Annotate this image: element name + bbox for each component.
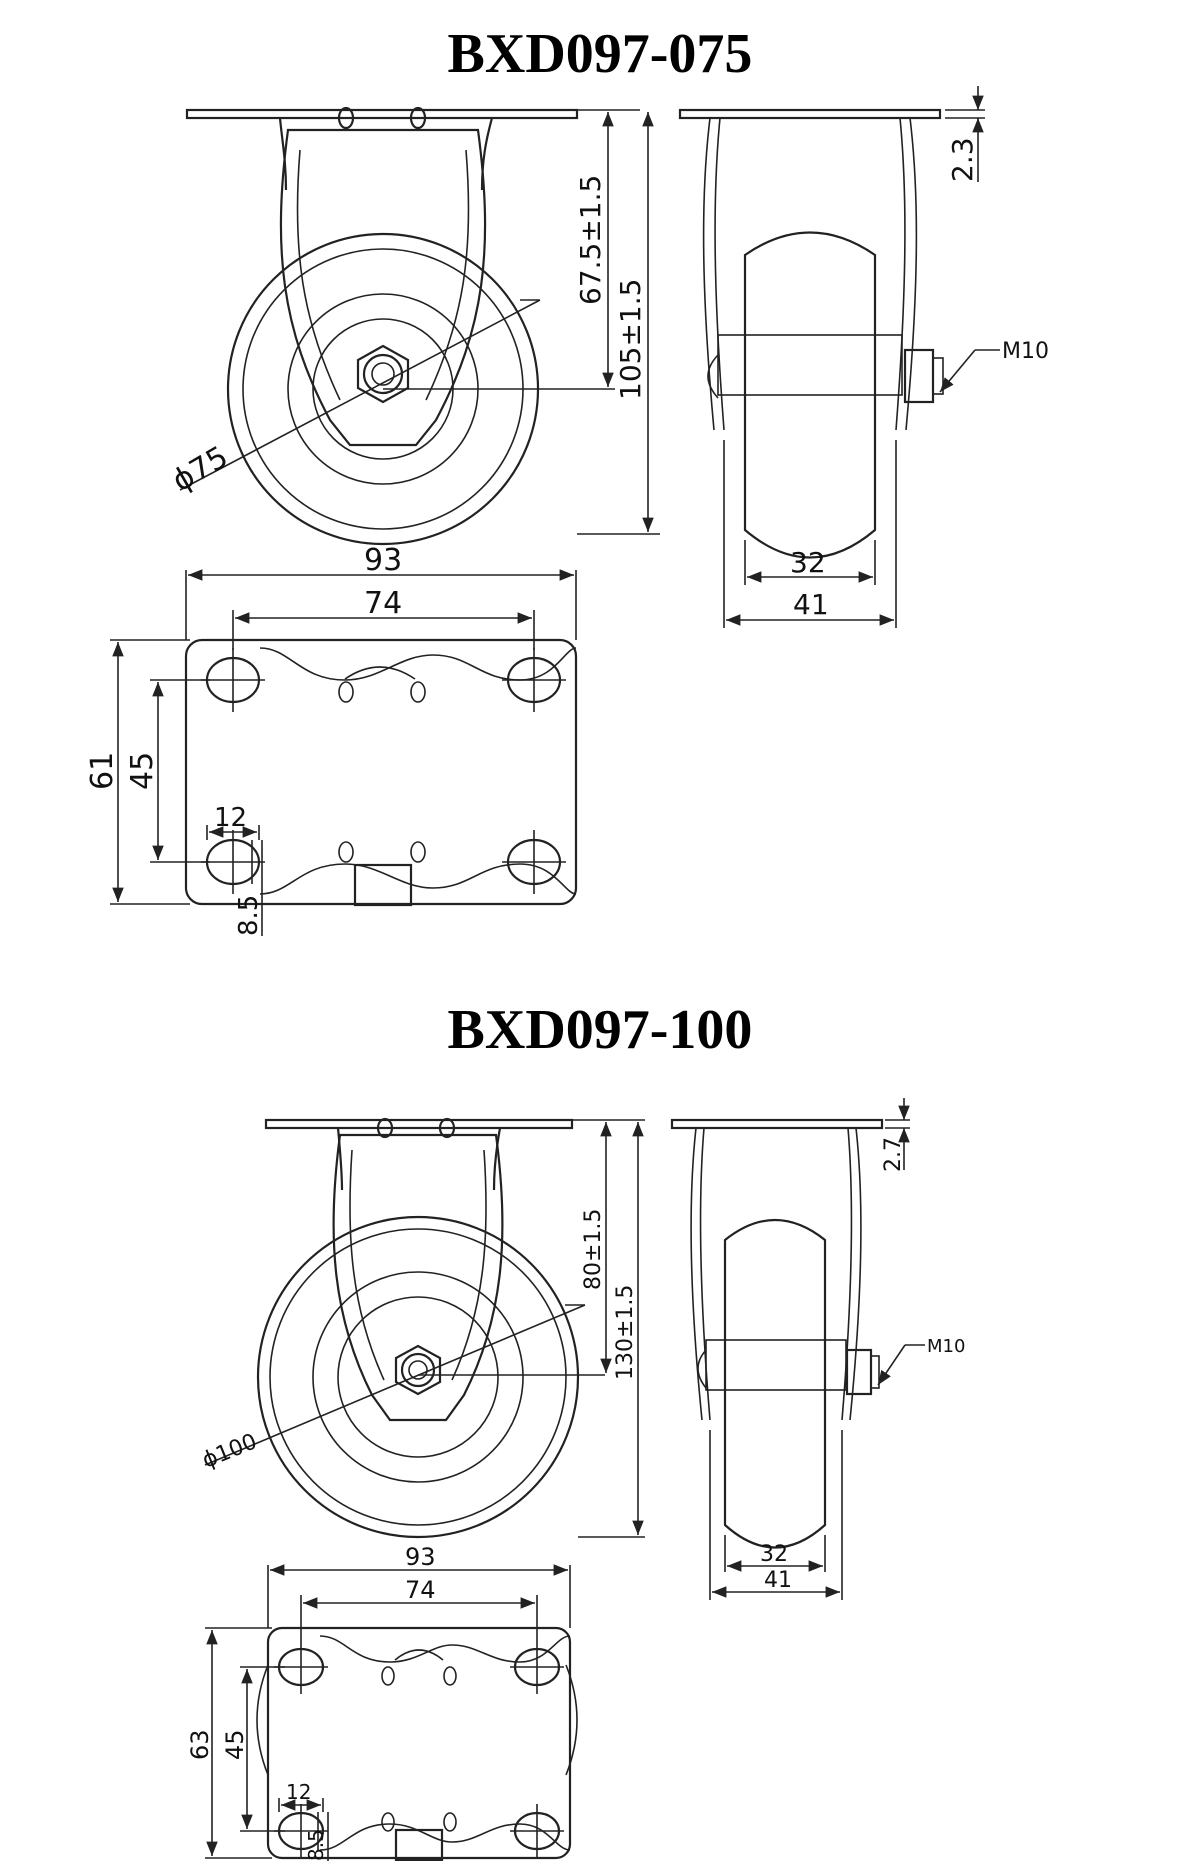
- top-plate-side: [670, 1118, 884, 1130]
- hole-spacing-y-label: 45: [125, 752, 160, 790]
- axle-icon: [362, 353, 404, 395]
- front-view-100: ϕ100 80±1.5 130±1.5: [199, 1117, 645, 1539]
- top-view-075: 93 74 61 45 12 8.5: [85, 543, 578, 936]
- tread-width-label: 32: [760, 1542, 788, 1567]
- model-title-100: BXD097-100: [447, 999, 753, 1061]
- fork: [332, 1133, 504, 1422]
- slot-width-label: 8.5: [234, 895, 264, 936]
- section-100: ϕ100 80±1.5 130±1.5 M10 2.7: [186, 1098, 965, 1861]
- plate-thickness-label: 2.7: [881, 1137, 906, 1172]
- axle-height-label: 80±1.5: [581, 1209, 606, 1290]
- front-view-075: ϕ75 67.5±1.5 105±1.5: [167, 106, 660, 546]
- nut-top: [353, 863, 413, 907]
- axle-height-label: 67.5±1.5: [574, 175, 607, 305]
- axle-nut: [356, 344, 410, 404]
- wheel-tread-inner: [269, 1228, 567, 1526]
- top-view-100: 93 74 63 45 12 8.5: [186, 1543, 578, 1861]
- top-plate: [185, 108, 579, 120]
- fork: [279, 128, 487, 447]
- top-plate: [264, 1118, 574, 1130]
- section-075: ϕ75 67.5±1.5 105±1.5 M10 2.3: [85, 86, 1049, 936]
- wheel-diameter-label: ϕ75: [167, 440, 235, 499]
- nut-side: [845, 1348, 873, 1396]
- tread-width-label: 32: [790, 546, 826, 579]
- model-title-075: BXD097-075: [447, 23, 753, 85]
- plate-thickness-label: 2.3: [946, 137, 979, 182]
- bolt-label: M10: [927, 1336, 965, 1357]
- side-view-075: M10 2.3 32 41: [678, 86, 1049, 628]
- plate-length-label: 93: [405, 1543, 436, 1571]
- total-height-label: 105±1.5: [614, 279, 647, 400]
- wheel-width-label: 41: [764, 1568, 792, 1593]
- wheel-hub: [312, 1271, 524, 1483]
- nut-top: [394, 1828, 444, 1861]
- hole-spacing-x-label: 74: [405, 1576, 436, 1604]
- total-height-label: 130±1.5: [613, 1285, 638, 1380]
- wheel-side: [723, 1219, 827, 1549]
- plate-length-label: 93: [364, 543, 402, 578]
- wheel-diameter-label: ϕ100: [199, 1429, 261, 1473]
- slot-width-label: 8.5: [304, 1829, 328, 1861]
- hole-spacing-y-label: 45: [221, 1729, 249, 1760]
- wheel-width-label: 41: [793, 588, 829, 621]
- top-plate-side: [678, 108, 942, 120]
- mounting-plate: [266, 1626, 572, 1860]
- slot-length-label: 12: [286, 1780, 311, 1804]
- hole-spacing-x-label: 74: [364, 586, 402, 621]
- wheel-side: [743, 231, 877, 559]
- plate-width-label: 61: [85, 752, 120, 790]
- plate-width-label: 63: [186, 1729, 214, 1760]
- axle-nut: [394, 1344, 442, 1396]
- side-view-100: M10 2.7 32 41: [670, 1098, 965, 1600]
- wheel-outer: [256, 1215, 580, 1539]
- axle-icon: [400, 1352, 436, 1388]
- bolt-label: M10: [1002, 339, 1049, 364]
- slot-length-label: 12: [214, 803, 247, 833]
